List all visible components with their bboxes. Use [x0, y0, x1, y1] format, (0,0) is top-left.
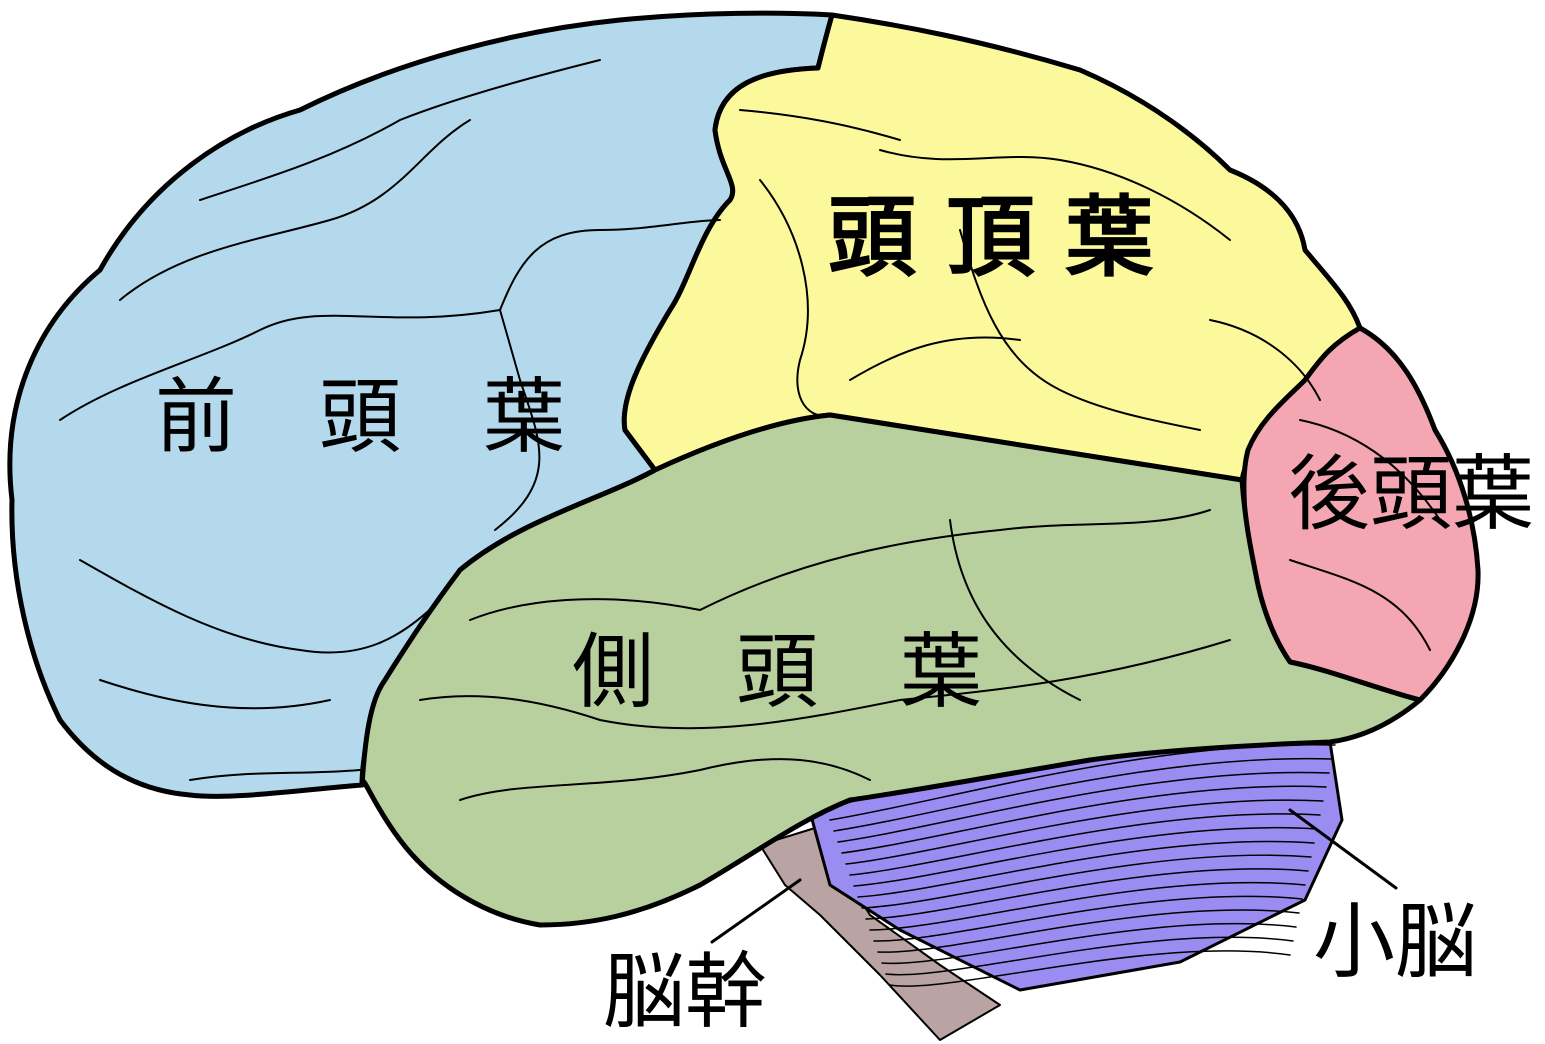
- label-cerebellum: 小脳: [1313, 895, 1477, 990]
- cerebellum-folium-line: [841, 785, 1327, 854]
- cerebellum-folium-line: [885, 936, 1294, 976]
- temporal-lobe-region: [359, 412, 1423, 928]
- cerebellum-folium-line: [865, 868, 1309, 920]
- cerebellum-folium-line: [869, 881, 1306, 931]
- parietal-temporal-boundary: [829, 414, 1243, 481]
- cerebellum-folium-line: [849, 813, 1321, 876]
- label-frontal-lobe: 前 頭 葉: [155, 370, 565, 465]
- cerebellum-folium-line: [889, 950, 1291, 987]
- label-occipital-lobe: 後頭葉: [1288, 447, 1534, 542]
- cerebellum-folium-line: [877, 909, 1300, 953]
- cerebellum-folium-line: [837, 771, 1330, 843]
- cerebellum-folium-line: [833, 757, 1333, 832]
- label-brainstem: 脳幹: [603, 945, 767, 1040]
- label-parietal-lobe: 頭 頂 葉: [828, 186, 1154, 289]
- cerebellum-folium-line: [873, 895, 1303, 942]
- cerebellum-folium-line: [845, 799, 1324, 865]
- label-temporal-lobe: 側 頭 葉: [572, 625, 982, 720]
- cerebellum-folium-line: [853, 826, 1318, 887]
- cerebellum-leader-line: [1288, 808, 1398, 890]
- cerebellum-folium-line: [857, 840, 1315, 898]
- brainstem-leader-line: [710, 878, 802, 944]
- cerebellum-folium-line: [861, 854, 1312, 909]
- brain-sulci: [59, 59, 1441, 801]
- cerebellum-folium-line: [881, 922, 1297, 965]
